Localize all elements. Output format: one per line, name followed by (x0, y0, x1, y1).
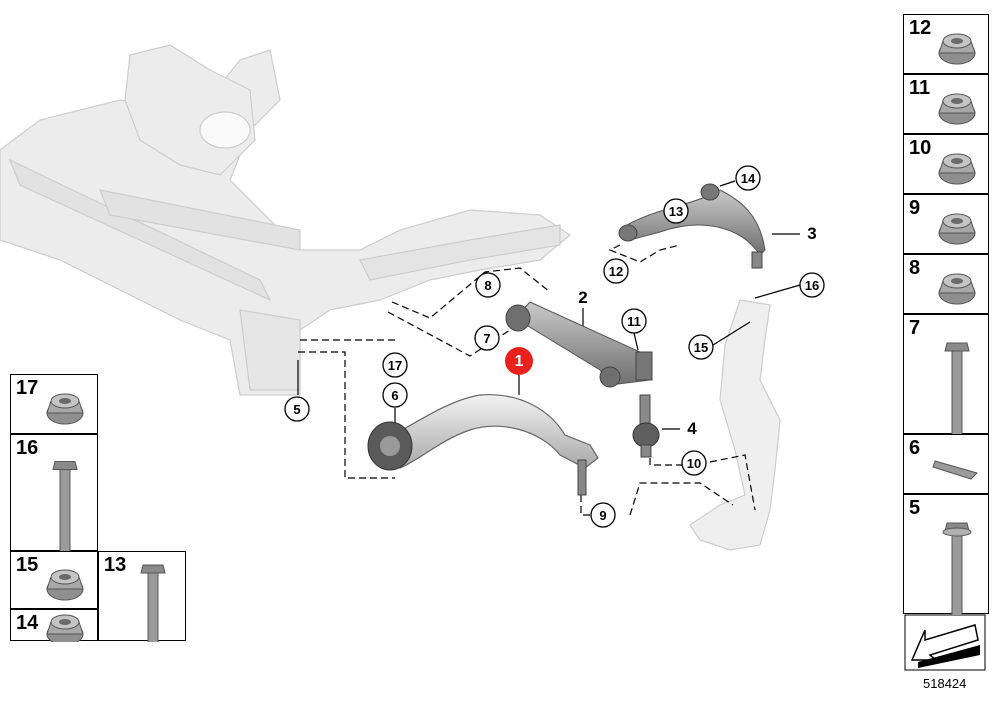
legend-item-14: 14 (10, 609, 98, 642)
legend-number: 17 (16, 377, 39, 399)
direction-arrow-icon (904, 614, 986, 671)
lock-nut-icon (938, 93, 976, 125)
legend-number: 12 (909, 17, 932, 39)
callout-6: 6 (382, 382, 408, 408)
callout-number: 8 (484, 278, 491, 293)
legend-item-8: 8 (903, 254, 989, 314)
legend-item-12: 12 (903, 14, 989, 74)
callout-number: 9 (599, 508, 606, 523)
callout-3: 3 (807, 224, 816, 243)
legend-item-9: 9 (903, 194, 989, 254)
callout-number: 1 (515, 353, 524, 370)
callout-number: 10 (687, 456, 701, 471)
upper-control-arm (618, 183, 766, 269)
callout-11: 11 (621, 308, 647, 334)
callout-number: 17 (388, 358, 402, 373)
callout-5: 5 (284, 396, 310, 422)
callout-number: 5 (293, 402, 300, 417)
legend-item-5: 5 (903, 494, 989, 615)
legend-item-15: 15 (10, 551, 98, 609)
hex-bolt-icon (140, 564, 166, 642)
callout-4: 4 (687, 419, 697, 438)
hex-nut-icon (46, 393, 84, 425)
callout-14: 14 (735, 165, 761, 191)
legend-number: 14 (16, 612, 39, 634)
callout-7: 7 (474, 325, 500, 351)
hex-nut-icon (46, 614, 84, 642)
legend-item-16: 16 (10, 434, 98, 552)
callout-12: 12 (603, 258, 629, 284)
collar-nut-icon (938, 153, 976, 185)
callout-number: 6 (391, 388, 398, 403)
callout-2: 2 (578, 288, 587, 307)
diagram-id: 518424 (923, 676, 967, 691)
callout-number: 11 (627, 314, 641, 329)
legend-number: 6 (909, 437, 921, 459)
callout-number: 13 (669, 204, 683, 219)
callout-16: 16 (799, 272, 825, 298)
callout-number: 3 (807, 224, 816, 243)
legend-number: 7 (909, 317, 921, 339)
legend-item-10: 10 (903, 134, 989, 194)
callout-8: 8 (475, 272, 501, 298)
legend-number: 9 (909, 197, 921, 219)
callout-17: 17 (382, 352, 408, 378)
legend-number: 16 (16, 437, 39, 459)
callout-13: 13 (663, 198, 689, 224)
legend-item-7: 7 (903, 314, 989, 435)
hex-flange-nut-icon (938, 33, 976, 65)
hex-bolt-icon (944, 342, 970, 435)
subframe-ghost (0, 44, 572, 396)
collar-nut-icon (938, 213, 976, 245)
callout-10: 10 (681, 450, 707, 476)
legend-number: 15 (16, 554, 39, 576)
hex-bolt-with-washer-icon (942, 522, 972, 615)
legend-item-17: 17 (10, 374, 98, 434)
lower-control-arm (367, 394, 599, 496)
callout-number: 4 (687, 419, 697, 438)
callout-15: 15 (688, 334, 714, 360)
hex-bolt-icon (52, 461, 78, 552)
legend-item-13: 13 (98, 551, 186, 642)
hex-nut-icon (938, 273, 976, 305)
callout-number: 12 (609, 264, 623, 279)
legend-number: 5 (909, 497, 921, 519)
legend-item-11: 11 (903, 74, 989, 134)
legend-number: 11 (909, 77, 931, 99)
steering-knuckle-ghost (689, 299, 781, 551)
callout-9: 9 (590, 502, 616, 528)
legend-number: 8 (909, 257, 921, 279)
callout-number: 15 (694, 340, 708, 355)
hex-nut-icon (46, 569, 84, 601)
legend-item-6: 6 (903, 434, 989, 494)
callout-number: 14 (741, 171, 756, 186)
callout-number: 7 (483, 331, 490, 346)
callout-1: 1 (505, 347, 533, 375)
ball-joint (632, 394, 660, 458)
clip-washer-icon (932, 460, 978, 480)
callout-number: 16 (805, 278, 819, 293)
callout-number: 2 (578, 288, 587, 307)
legend-number: 10 (909, 137, 932, 159)
legend-number: 13 (104, 554, 127, 576)
thrust-rod (505, 301, 653, 388)
